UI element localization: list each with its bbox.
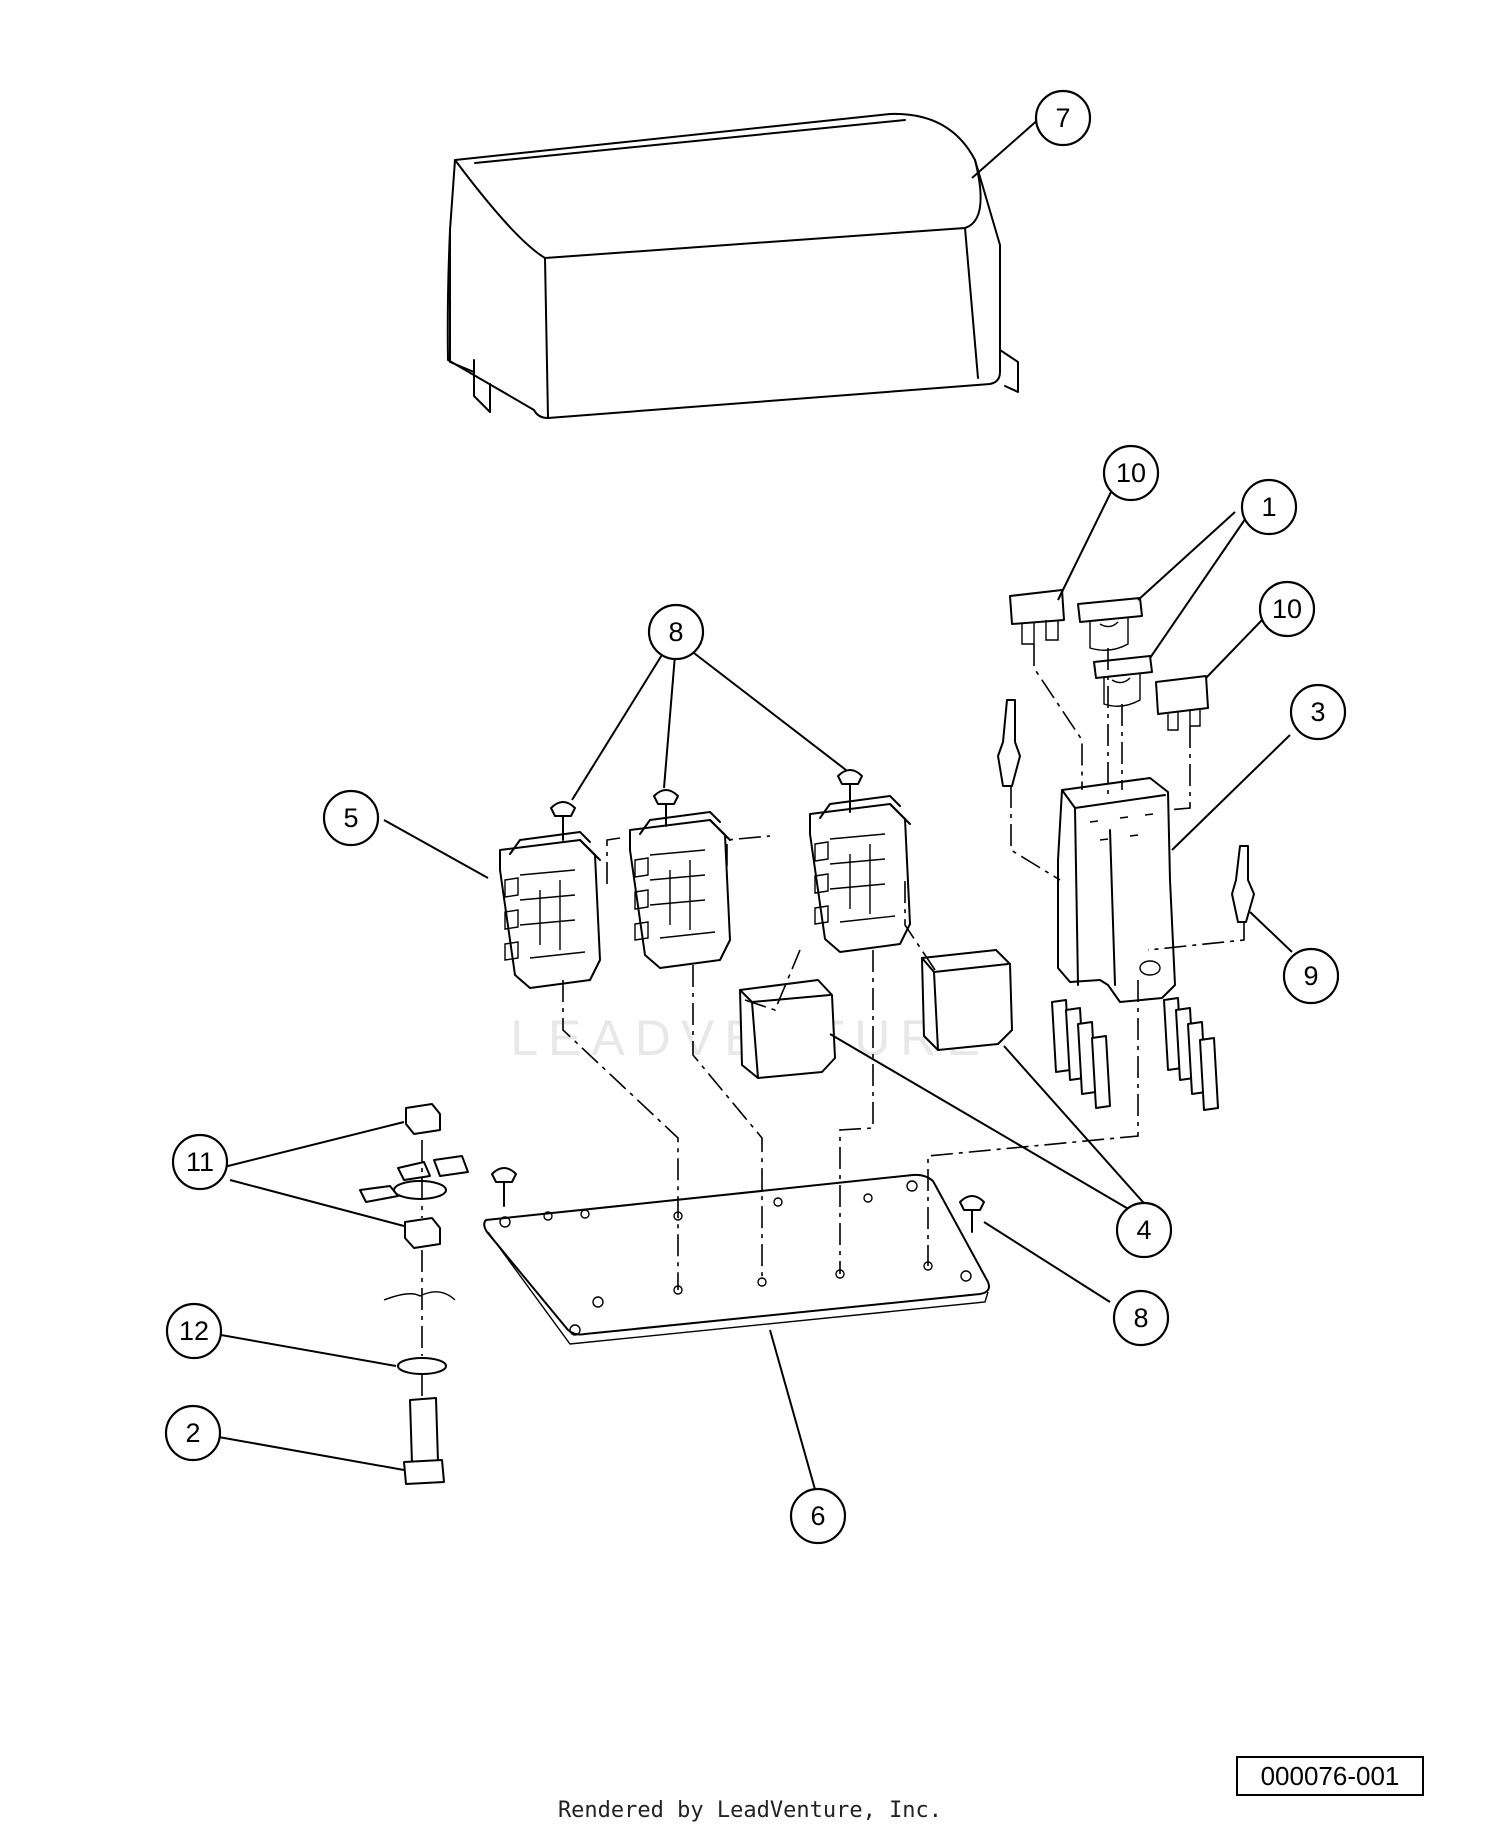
assembly-lines xyxy=(421,644,1245,1398)
svg-text:1: 1 xyxy=(1261,492,1276,522)
svg-text:6: 6 xyxy=(810,1501,825,1531)
fuse-blade-2 xyxy=(1093,655,1153,707)
callout-7: 7 xyxy=(1034,89,1092,147)
leader-lines xyxy=(195,117,1293,1501)
diagram-reference-number: 000076-001 xyxy=(1236,1756,1424,1796)
fuse-mini-2 xyxy=(1155,675,1209,731)
fuse-block-part xyxy=(1057,777,1176,1003)
svg-text:10: 10 xyxy=(1116,458,1146,488)
svg-text:3: 3 xyxy=(1310,697,1325,727)
callout-2: 2 xyxy=(164,1404,222,1462)
callout-10-upper: 10 xyxy=(1102,444,1160,502)
svg-text:5: 5 xyxy=(343,803,358,833)
callout-11: 11 xyxy=(171,1133,229,1191)
relay-socket-1 xyxy=(499,831,601,989)
svg-text:12: 12 xyxy=(179,1316,209,1346)
rivet-group-lower xyxy=(491,1167,985,1233)
fuse-mini-1 xyxy=(1009,589,1065,645)
callout-12: 12 xyxy=(165,1302,223,1360)
rivet-group-upper xyxy=(550,769,863,841)
terminal-set xyxy=(1051,997,1219,1111)
relay-socket-3 xyxy=(809,795,911,953)
callout-10-lower: 10 xyxy=(1258,580,1316,638)
callout-8-upper: 8 xyxy=(647,603,705,661)
relay-socket-2 xyxy=(629,811,731,969)
footer-credit: Rendered by LeadVenture, Inc. xyxy=(557,1798,943,1823)
callout-9: 9 xyxy=(1282,947,1340,1005)
callout-6: 6 xyxy=(789,1487,847,1545)
hardware-stack xyxy=(359,1103,469,1485)
cover-part xyxy=(446,112,1019,419)
svg-text:10: 10 xyxy=(1272,594,1302,624)
svg-text:7: 7 xyxy=(1055,103,1070,133)
callout-4: 4 xyxy=(1115,1201,1173,1259)
svg-text:8: 8 xyxy=(668,617,683,647)
relay-cube-2 xyxy=(921,949,1013,1051)
relay-cube-1 xyxy=(739,979,836,1079)
svg-text:8: 8 xyxy=(1133,1303,1148,1333)
fuse-blade-1 xyxy=(1077,597,1143,651)
push-rivet-pins xyxy=(997,699,1255,923)
svg-text:9: 9 xyxy=(1303,961,1318,991)
svg-text:4: 4 xyxy=(1136,1215,1151,1245)
callout-5: 5 xyxy=(322,789,380,847)
callout-3: 3 xyxy=(1289,683,1347,741)
mounting-plate-part xyxy=(483,1173,990,1345)
svg-text:11: 11 xyxy=(186,1147,214,1177)
svg-text:2: 2 xyxy=(185,1418,200,1448)
callout-1: 1 xyxy=(1240,478,1298,536)
callout-8-lower: 8 xyxy=(1112,1289,1170,1347)
